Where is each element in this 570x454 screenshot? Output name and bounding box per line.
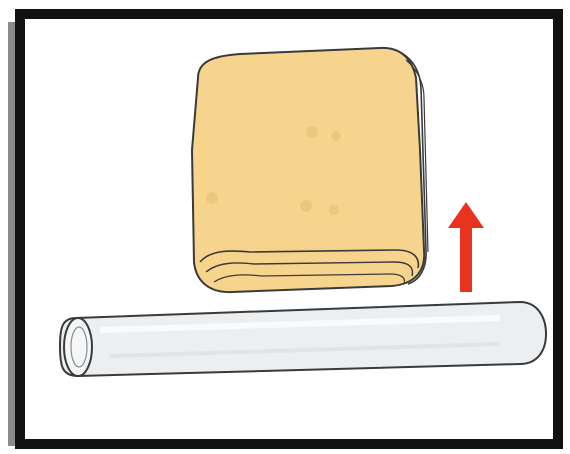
folded-sandpaper-icon [192,48,428,292]
